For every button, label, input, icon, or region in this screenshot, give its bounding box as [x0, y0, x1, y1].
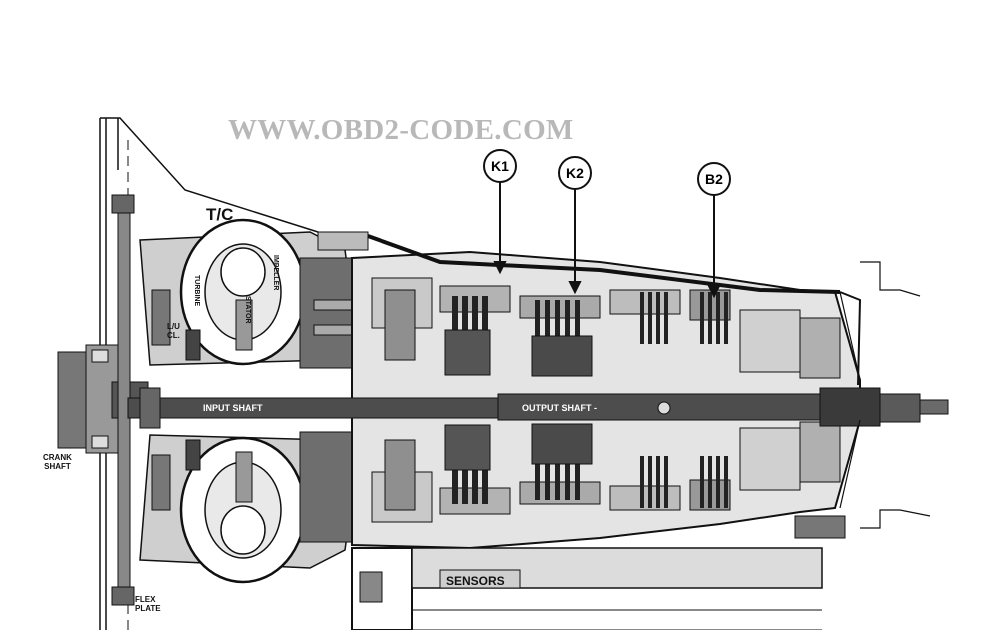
- shafts: [127, 387, 949, 429]
- sensors-label: SENSORS: [446, 574, 505, 588]
- oil-pump-housing: [299, 231, 369, 543]
- stator-label: STATOR: [244, 296, 251, 324]
- crankshaft-label-line2: SHAFT: [44, 462, 71, 471]
- crankshaft-label-line1: CRANK: [43, 453, 72, 462]
- flexplate-label-line2: PLATE: [135, 604, 161, 613]
- callout-leaders: [493, 182, 721, 299]
- callout-k2-label: K2: [566, 165, 584, 181]
- lockup-clutch-label: L/U CL.: [167, 322, 180, 340]
- output-shaft-label: OUTPUT SHAFT -: [522, 403, 597, 413]
- turbine-label: TURBINE: [193, 275, 200, 307]
- callout-b2: B2: [697, 162, 731, 196]
- input-shaft-label: INPUT SHAFT: [203, 403, 263, 413]
- crankshaft-label: CRANK SHAFT: [43, 453, 72, 471]
- callout-k1-label: K1: [491, 158, 509, 174]
- lockup-clutch-label-line2: CL.: [167, 331, 180, 340]
- rear-housing-outline: [839, 261, 931, 529]
- watermark: WWW.OBD2-CODE.COM: [228, 114, 574, 146]
- flexplate-label: FLEX PLATE: [135, 595, 161, 613]
- flexplate-label-line1: FLEX: [135, 595, 156, 604]
- callout-k2: K2: [558, 156, 592, 190]
- lockup-clutch-label-line1: L/U: [167, 322, 180, 331]
- callout-k1: K1: [483, 149, 517, 183]
- callout-b2-label: B2: [705, 171, 723, 187]
- torque-converter-label: T/C: [206, 205, 234, 224]
- valve-body-area: [351, 547, 823, 631]
- impeller-label: IMPELLER: [272, 255, 279, 291]
- gear-train-lower: [371, 421, 846, 539]
- gear-train-upper: [371, 277, 841, 379]
